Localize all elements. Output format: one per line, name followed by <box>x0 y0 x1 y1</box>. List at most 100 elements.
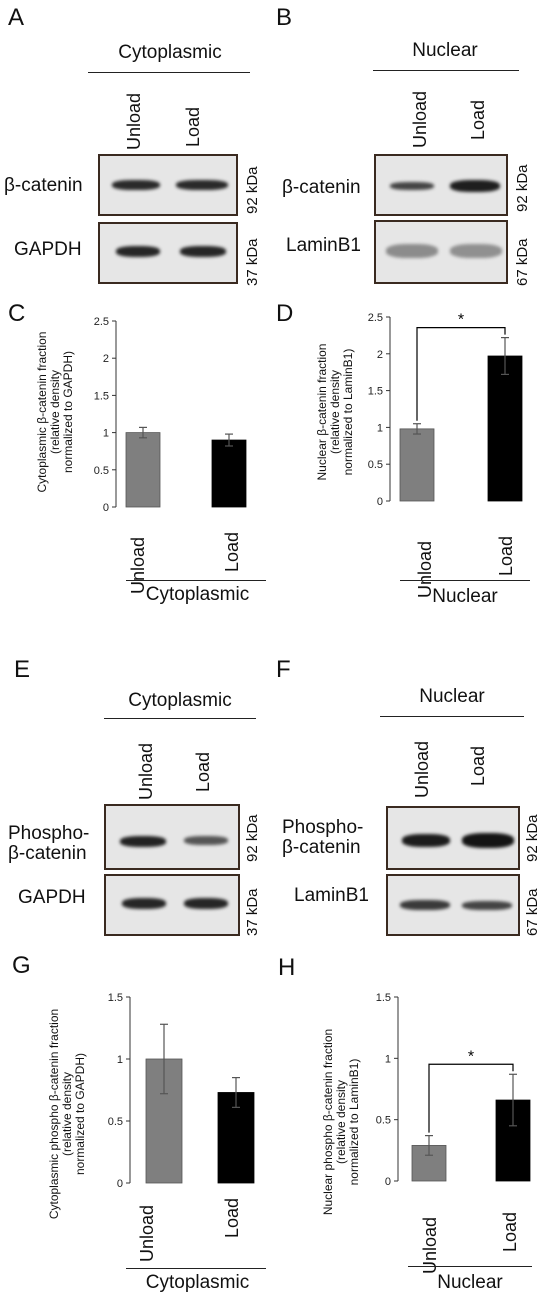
bar-unload <box>125 432 161 508</box>
kda-label-92-f: 92 kDa <box>524 814 541 862</box>
bar-unload <box>399 428 435 502</box>
western-blot-phospho-e <box>104 804 240 870</box>
row-label-line: β-catenin <box>8 843 87 864</box>
y-tick-label: 1.5 <box>376 992 391 1004</box>
y-tick-label: 0.5 <box>368 459 383 471</box>
row-label-laminb1-f: LaminB1 <box>294 885 369 906</box>
panel-label-b: B <box>276 4 293 31</box>
y-tick-label: 2 <box>103 353 109 365</box>
row-label-laminb1-b: LaminB1 <box>286 235 361 256</box>
blot-band <box>184 836 228 845</box>
panel-label-h: H <box>278 954 296 981</box>
y-tick-label: 0 <box>385 1176 391 1188</box>
bar-chart-c: 00.511.522.5 <box>94 316 247 514</box>
significance-asterisk: * <box>458 312 464 329</box>
blot-band <box>450 180 500 192</box>
y-tick-label: 0.5 <box>108 1116 123 1128</box>
y-tick-label: 1 <box>103 428 109 440</box>
panel-label-g: G <box>12 952 31 979</box>
y-tick-label: 2.5 <box>94 316 109 328</box>
fraction-rule-h <box>408 1266 532 1267</box>
y-tick-label: 0 <box>117 1178 123 1190</box>
western-blot-bcatenin-a <box>98 154 238 216</box>
x-category-unload-g: Unload <box>137 1204 157 1262</box>
lane-label-load-e: Load <box>193 751 213 792</box>
row-label-phospho-f: Phospho- β-catenin <box>282 818 363 858</box>
row-label-bcatenin-b: β-catenin <box>282 177 361 198</box>
blot-band <box>184 898 228 909</box>
blot-band <box>112 180 160 190</box>
row-label-bcatenin-a: β-catenin <box>4 175 83 196</box>
y-axis-label-line: normalized to GAPDH) <box>73 1052 87 1176</box>
lane-label-unload-a: Unload <box>124 92 144 150</box>
y-axis-label-line: normalized to LaminB1) <box>341 348 355 476</box>
blot-band <box>450 244 502 258</box>
kda-label-92-e: 92 kDa <box>244 814 261 862</box>
blot-band <box>400 900 450 910</box>
x-axis-label-d: Nuclear <box>432 586 498 607</box>
blot-band <box>120 836 166 847</box>
row-label-line: Phospho- <box>282 817 364 838</box>
fraction-rule-d <box>400 580 530 581</box>
x-axis-label-c: Cytoplasmic <box>145 584 250 605</box>
y-axis-label-g: Cytoplasmic phospho β-catenin fraction (… <box>47 978 87 1250</box>
x-category-load-d: Load <box>496 535 516 576</box>
kda-label-92-b: 92 kDa <box>514 164 531 212</box>
fraction-rule-b <box>373 70 519 71</box>
western-blot-laminb1-f <box>386 874 520 936</box>
y-tick-label: 1 <box>377 422 383 434</box>
western-blot-gapdh-e <box>104 874 240 936</box>
blot-band <box>462 833 514 848</box>
y-tick-label: 2 <box>377 349 383 361</box>
significance-asterisk: * <box>468 1048 474 1065</box>
x-axis-label-g: Cytoplasmic <box>145 1272 250 1293</box>
row-label-line: Phospho- <box>8 823 90 844</box>
x-category-load-h: Load <box>500 1211 520 1252</box>
western-blot-laminb1-b <box>374 220 508 284</box>
y-tick-label: 0 <box>377 496 383 508</box>
x-category-load-g: Load <box>222 1197 242 1238</box>
fraction-title-nuclear-f: Nuclear <box>419 686 485 707</box>
y-axis-label-h: Nuclear phospho β-catenin fraction (rela… <box>321 992 361 1252</box>
y-tick-label: 1 <box>117 1054 123 1066</box>
blot-band <box>116 246 160 257</box>
bar-load <box>211 439 247 508</box>
western-blot-bcatenin-b <box>374 154 508 216</box>
y-tick-label: 2.5 <box>368 312 383 324</box>
panel-label-d: D <box>276 300 294 327</box>
row-label-line: β-catenin <box>282 837 361 858</box>
panel-label-c: C <box>8 300 26 327</box>
kda-label-92-a: 92 kDa <box>244 166 261 214</box>
blot-band <box>386 244 438 258</box>
x-category-load-c: Load <box>222 531 242 572</box>
lane-label-unload-e: Unload <box>136 742 156 800</box>
y-axis-label-line: normalized to GAPDH) <box>61 350 75 474</box>
fraction-rule-e <box>104 718 256 719</box>
x-axis-label-h: Nuclear <box>437 1272 503 1293</box>
kda-label-67-f: 67 kDa <box>524 888 541 936</box>
y-tick-label: 0.5 <box>94 465 109 477</box>
kda-label-37-e: 37 kDa <box>244 888 261 936</box>
fraction-title-cytoplasmic-a: Cytoplasmic <box>118 42 222 63</box>
kda-label-37-a: 37 kDa <box>244 238 261 286</box>
row-label-gapdh-a: GAPDH <box>14 239 82 260</box>
row-label-gapdh-e: GAPDH <box>18 887 86 908</box>
lane-label-load-b: Load <box>468 99 488 140</box>
y-axis-label-line: normalized to LaminB1) <box>347 1058 361 1186</box>
western-blot-phospho-f <box>386 806 520 870</box>
western-blot-gapdh-a <box>98 222 238 284</box>
panel-label-e: E <box>14 656 31 683</box>
significance-bracket <box>428 1063 514 1133</box>
bar-chart-g: 00.511.5 <box>108 992 255 1190</box>
lane-label-load-a: Load <box>183 106 203 147</box>
y-axis-label-c: Cytoplasmic β-catenin fraction (relative… <box>35 312 75 512</box>
y-tick-label: 0 <box>103 502 109 514</box>
panel-label-a: A <box>8 4 25 31</box>
y-axis-label-d: Nuclear β-catenin fraction (relative den… <box>315 312 355 512</box>
fraction-rule-f <box>380 716 524 717</box>
fraction-title-nuclear-b: Nuclear <box>412 40 478 61</box>
lane-label-load-f: Load <box>468 745 488 786</box>
blot-band <box>402 834 450 847</box>
significance-bracket <box>416 327 506 421</box>
fraction-rule-a <box>88 72 250 73</box>
